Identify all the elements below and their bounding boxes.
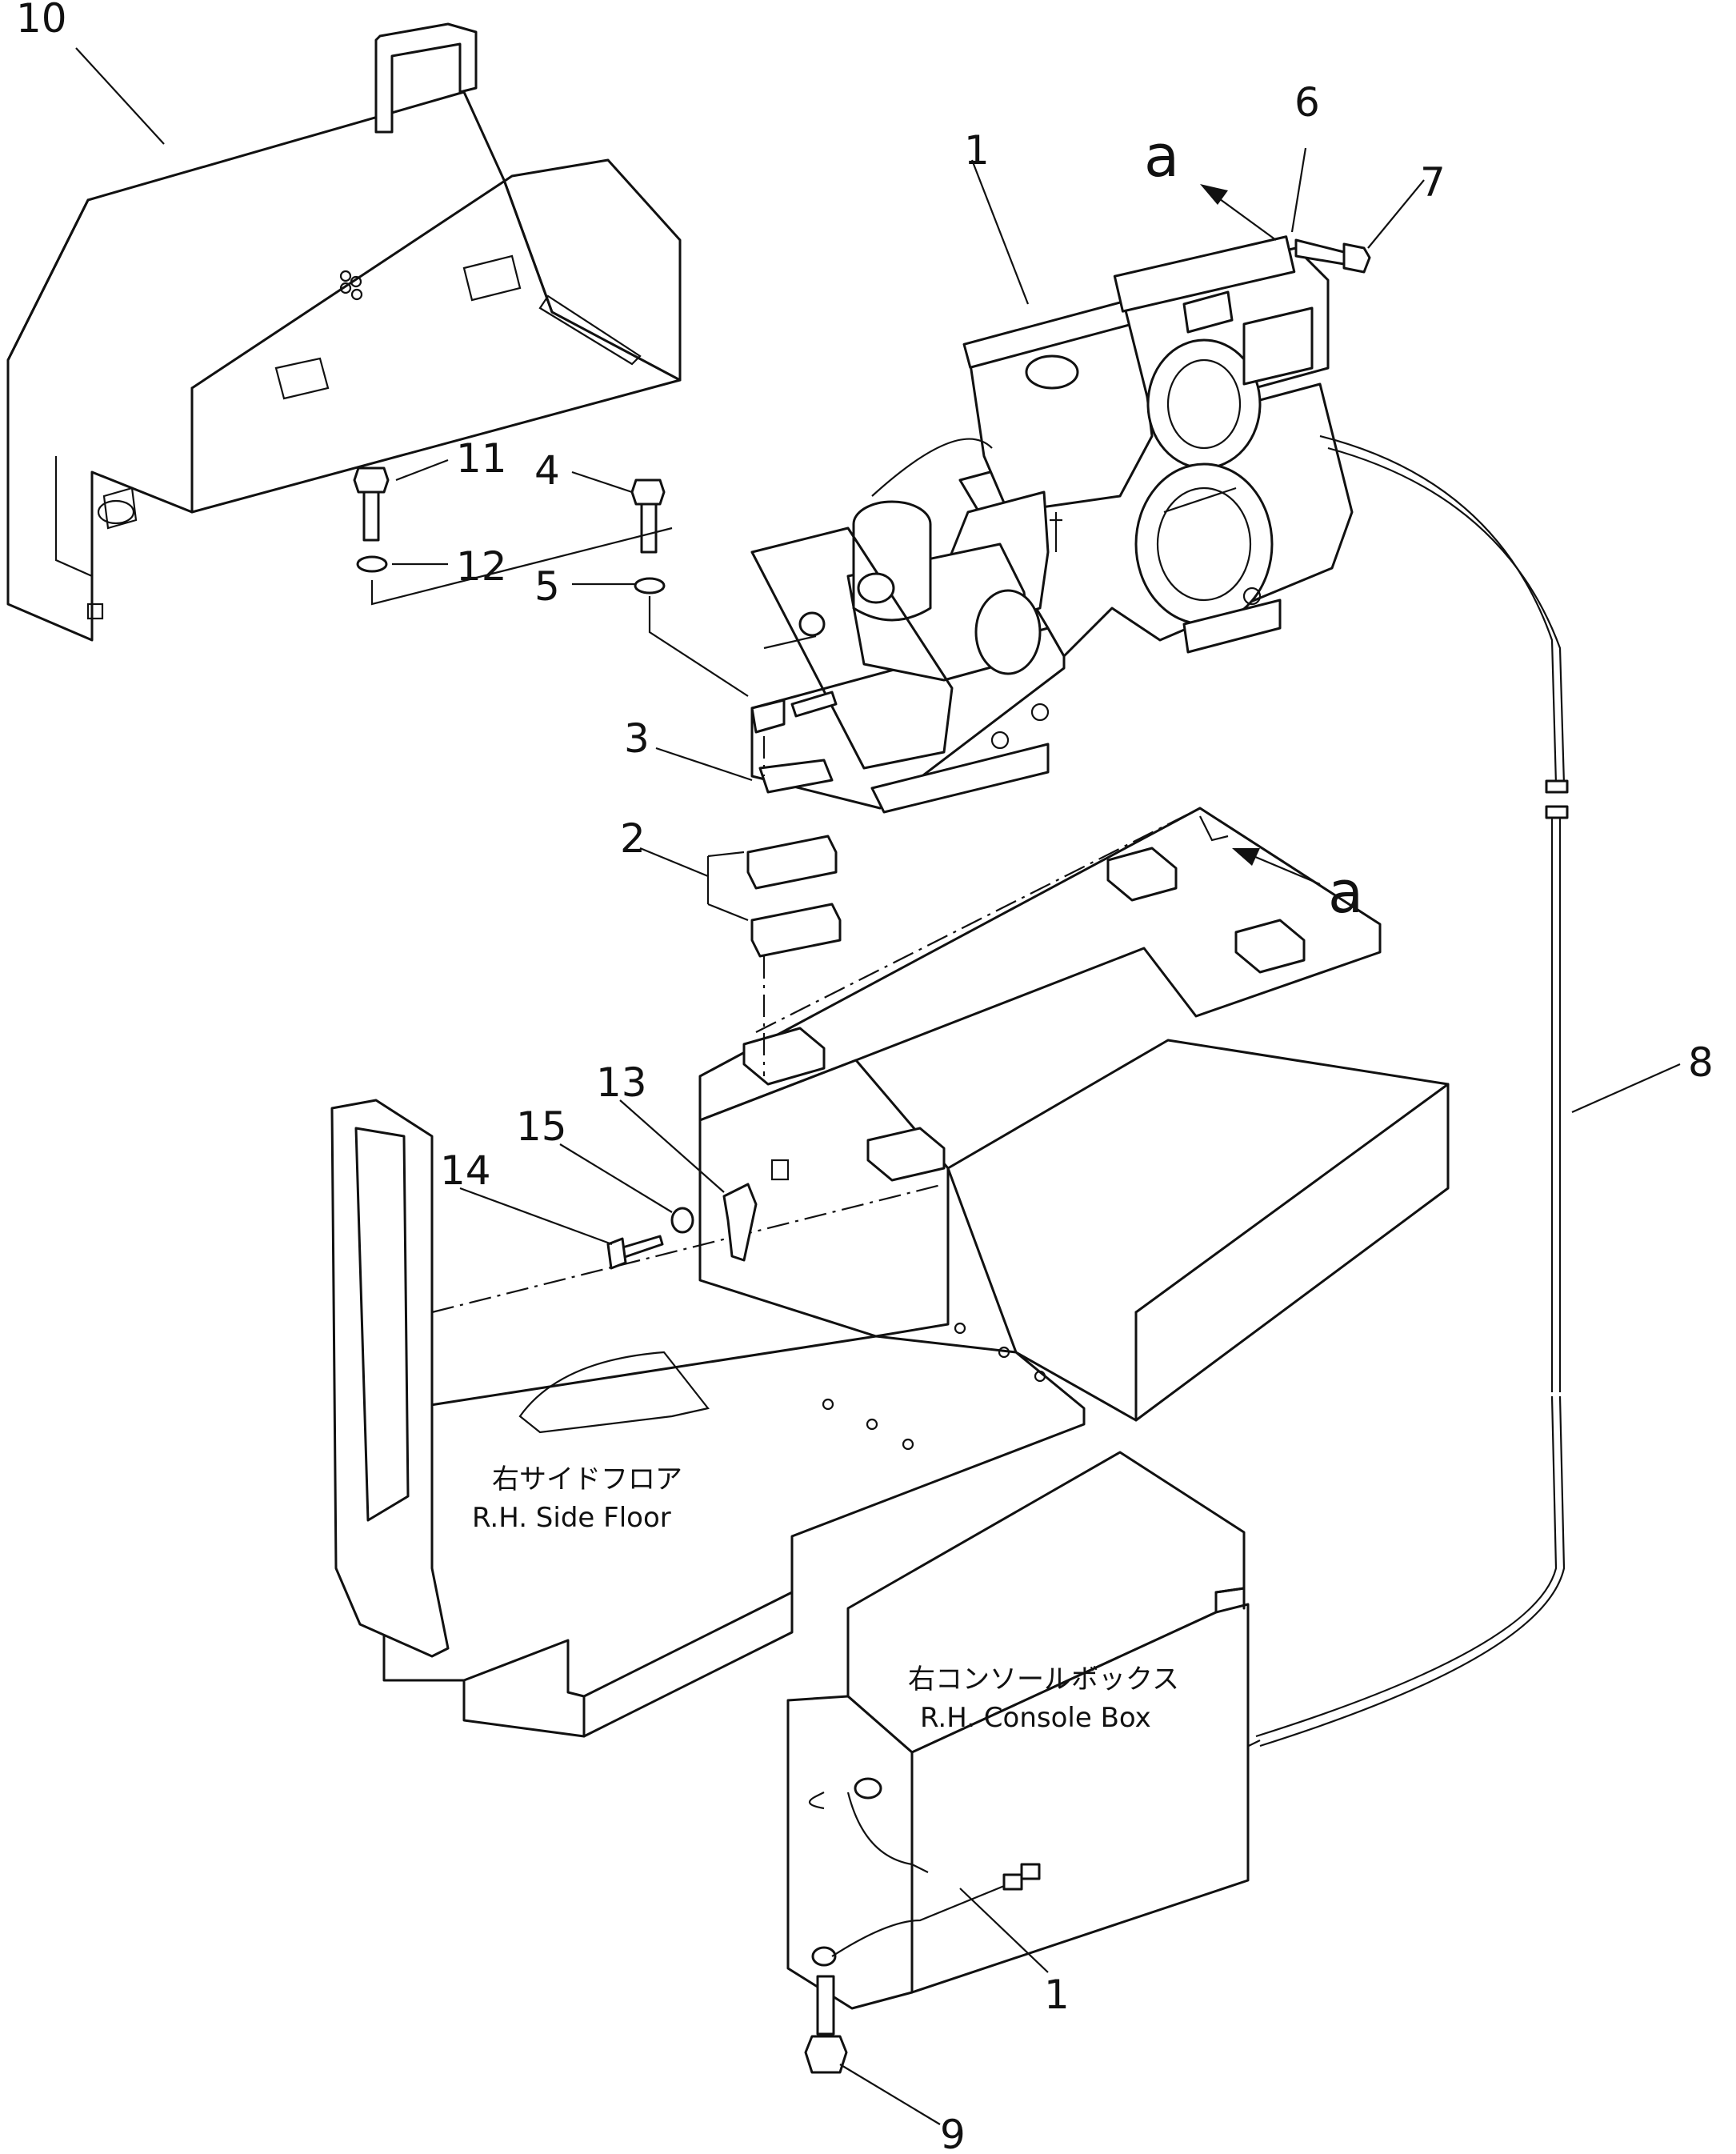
callout-11: 11	[456, 435, 507, 482]
floor-assembly	[330, 807, 1450, 1738]
view-marker-a-top: a	[1144, 122, 1179, 190]
callout-1-top: 1	[964, 127, 990, 174]
view-marker-a-right: a	[1328, 859, 1363, 926]
view-a-arrows	[1200, 184, 1321, 886]
cable	[1039, 434, 1569, 1849]
part-labels: 右サイドフロア R.H. Side Floor 右コンソールボックス R.H. …	[472, 1463, 1179, 1734]
callout-14: 14	[440, 1147, 491, 1194]
engine-cover	[6, 22, 682, 642]
callout-7: 7	[1420, 159, 1446, 206]
leader-lines	[75, 47, 1681, 2125]
side-floor-label-jp: 右サイドフロア	[492, 1463, 682, 1495]
callout-12: 12	[456, 543, 507, 590]
callout-1-bottom: 1	[1044, 1972, 1070, 2018]
callout-4: 4	[534, 447, 560, 494]
console-box	[786, 1451, 1250, 2010]
console-box-label-en: R.H. Console Box	[920, 1702, 1151, 1734]
callout-8: 8	[1688, 1039, 1714, 1086]
callout-13: 13	[596, 1059, 647, 1106]
compressor-unit	[750, 235, 1354, 814]
callout-15: 15	[516, 1103, 567, 1150]
callout-5: 5	[534, 563, 560, 610]
callout-10: 10	[16, 0, 67, 42]
callout-3: 3	[624, 715, 650, 762]
hardware-parts	[353, 238, 1371, 2074]
callout-6: 6	[1294, 79, 1320, 126]
console-box-label-jp: 右コンソールボックス	[908, 1664, 1179, 1696]
callout-9: 9	[940, 2112, 966, 2154]
callout-2: 2	[620, 815, 646, 862]
side-floor-label-en: R.H. Side Floor	[472, 1502, 671, 1534]
callout-numbers: 10 1 6 7 11 12 4 5 3 2 8 13 15 14 1 9 a …	[16, 0, 1714, 2154]
